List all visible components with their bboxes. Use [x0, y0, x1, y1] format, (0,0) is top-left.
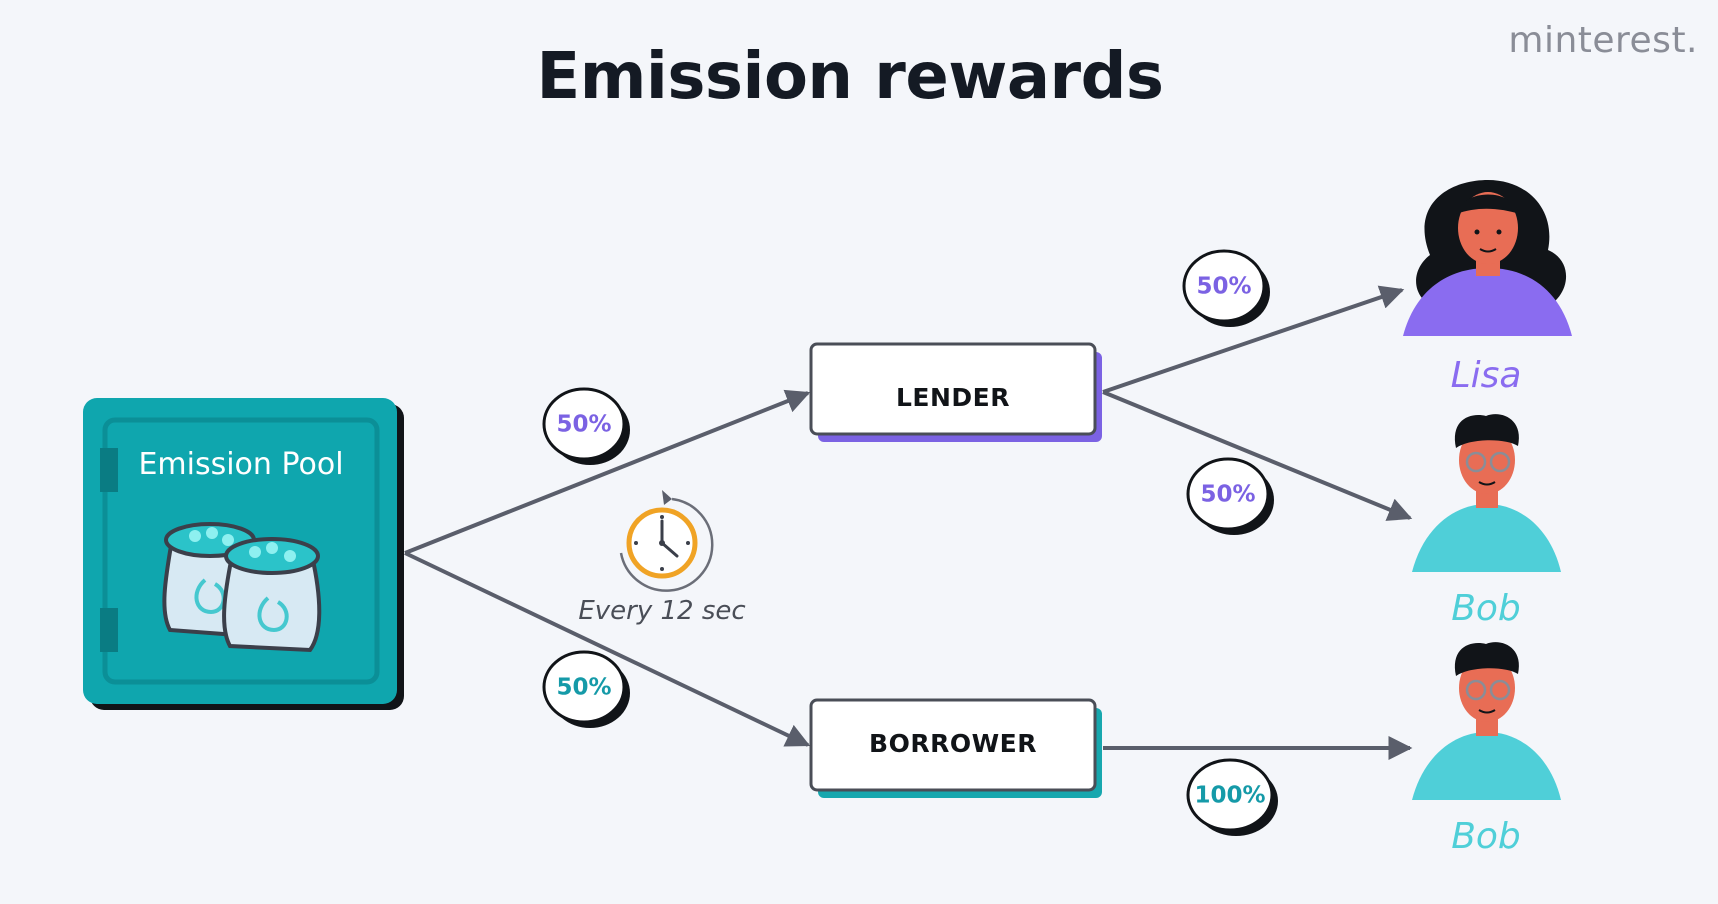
borrower-label: BORROWER	[869, 729, 1037, 758]
bob-lender-avatar	[1412, 414, 1561, 572]
user-name-bob-lender: Bob	[1451, 588, 1521, 629]
arrow-lender-to-lisa	[1102, 285, 1405, 394]
arrow-pool-to-borrower	[404, 551, 811, 747]
emission-pool: Emission Pool	[83, 398, 404, 710]
brand-logo: minterest.	[1508, 20, 1698, 61]
pct-borrower-to-bob: 100%	[1194, 783, 1265, 809]
money-bags-icon	[162, 522, 322, 653]
borrower-box: BORROWER	[809, 698, 1102, 798]
safe-hinge-top	[100, 448, 118, 492]
bob-borrower-avatar	[1412, 642, 1561, 800]
pool-label: Emission Pool	[138, 447, 343, 482]
badge-lender-to-lisa: 50%	[1182, 249, 1270, 327]
badge-borrower-to-bob: 100%	[1186, 758, 1278, 836]
badge-pool-to-borrower: 50%	[542, 650, 630, 728]
lender-box: LENDER	[809, 342, 1102, 442]
safe-hinge-bottom	[100, 608, 118, 652]
lisa-avatar	[1403, 180, 1572, 336]
pct-pool-to-borrower: 50%	[556, 675, 611, 701]
arrow-lender-to-bob	[1102, 390, 1413, 521]
user-name-bob-borrower: Bob	[1451, 816, 1521, 857]
clock-icon	[619, 490, 714, 592]
user-name-lisa: Lisa	[1451, 355, 1522, 396]
timer-label: Every 12 sec	[578, 596, 745, 626]
pct-pool-to-lender: 50%	[556, 412, 611, 438]
lender-label: LENDER	[896, 383, 1010, 412]
pct-lender-to-bob: 50%	[1200, 482, 1255, 508]
pct-lender-to-lisa: 50%	[1196, 274, 1251, 300]
page-title: Emission rewards	[536, 40, 1164, 114]
badge-lender-to-bob: 50%	[1186, 457, 1274, 535]
badge-pool-to-lender: 50%	[542, 387, 630, 465]
arrow-pool-to-lender	[404, 389, 811, 555]
